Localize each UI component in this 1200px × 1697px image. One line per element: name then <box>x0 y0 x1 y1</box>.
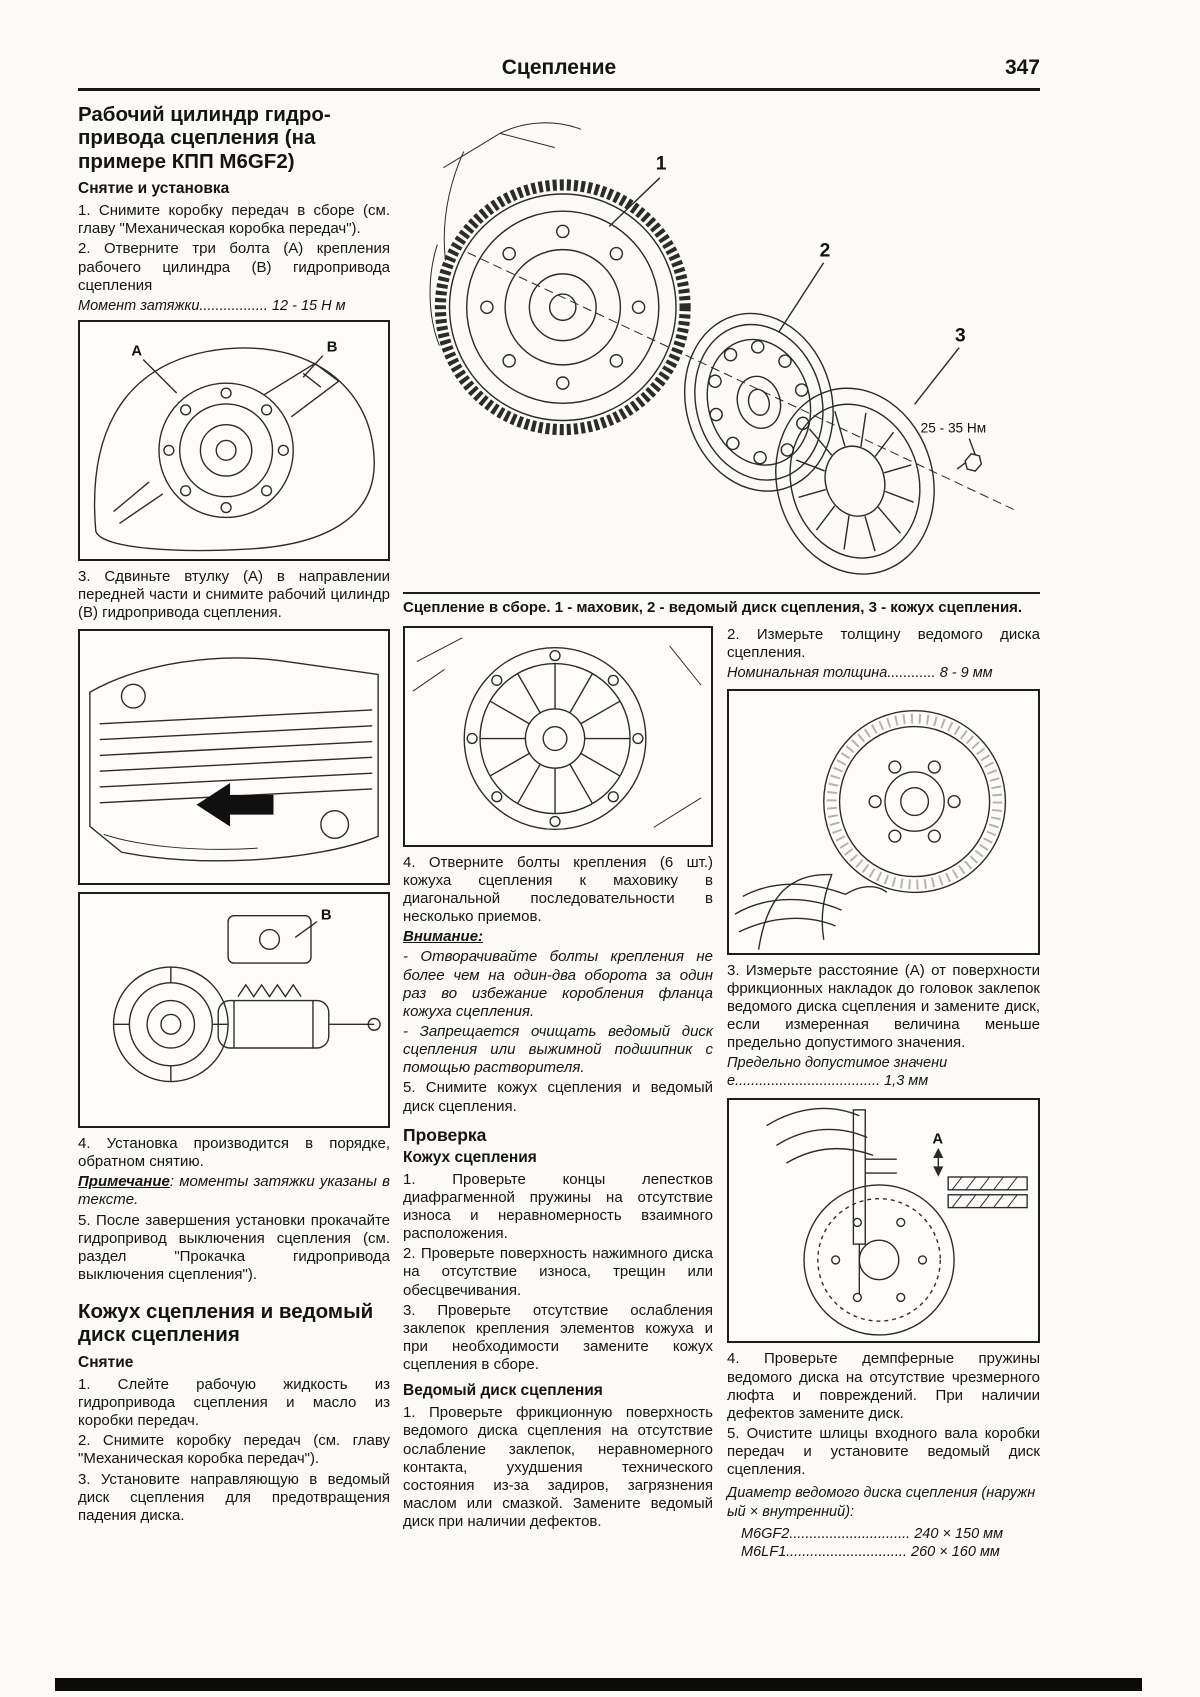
page-bottom-rule <box>55 1678 1142 1691</box>
figure-disc-thickness-measurement <box>727 689 1040 955</box>
right-area: 1 2 3 25 - 35 Нм Сцепление в сборе. 1 - … <box>403 103 1040 1561</box>
step-paragraph: 1. Слейте рабочую жидкость из гидроприво… <box>78 1375 390 1430</box>
section-heading-inspection: Проверка <box>403 1124 487 1145</box>
spec-m6gf2: M6GF2.............................. 240 … <box>741 1525 1004 1542</box>
page-content: Рабочий цилиндр гидро-привода сцепления … <box>78 103 1040 1561</box>
torque-label: 25 - 35 Нм <box>921 421 986 436</box>
subheading-removal: Снятие <box>78 1353 134 1371</box>
section-heading-cover-and-disc: Кожух сцепления и ведомый диск сцепления <box>78 1300 374 1347</box>
section-heading-working-cylinder: Рабочий цилиндр гидро-привода сцепления … <box>78 103 331 173</box>
callout-3-cover: 3 <box>955 326 966 347</box>
figure-release-cylinder-assembly: В <box>78 891 390 1128</box>
figure-clutch-cover-bolts <box>403 625 713 847</box>
figure-cylinder-removal-arrow <box>78 629 390 885</box>
spec-limit-value: Предельно допустимое значение...........… <box>727 1055 948 1090</box>
step-paragraph: 2. Измерьте толщину ведомого диска сцепл… <box>727 625 1040 661</box>
warning-paragraph: - Запрещается очищать ведомый диск сцепл… <box>403 1023 713 1077</box>
step-paragraph: 3. Проверьте отсутствие ослабления закле… <box>403 1301 713 1374</box>
subheading-driven-disc: Ведомый диск сцепления <box>403 1382 603 1400</box>
figure-rivet-depth-measurement: А <box>727 1097 1040 1344</box>
step-paragraph: 4. Проверьте демпферные пружины ведомого… <box>727 1350 1040 1422</box>
step-paragraph: 2. Снимите коробку передач (см. главу "М… <box>78 1432 390 1468</box>
removal-direction-arrow <box>196 783 274 827</box>
page-title: Сцепление <box>501 56 617 79</box>
label-b: В <box>327 340 338 356</box>
figure-release-cylinder-location: А В <box>78 319 390 561</box>
step-paragraph: 5. Снимите кожух сцепления и ведомый дис… <box>403 1079 713 1115</box>
spec-torque: Момент затяжки................. 12 - 15 … <box>78 297 346 314</box>
step-paragraph: 4. Установка производится в порядке, обр… <box>78 1134 390 1171</box>
page-number: 347 <box>1004 56 1040 79</box>
label-b: В <box>321 908 332 924</box>
label-a: А <box>932 1131 943 1147</box>
step-paragraph: 4. Отверните болты крепления (6 шт.) кож… <box>403 853 713 926</box>
spec-nominal-thickness: Номинальная толщина............ 8 - 9 мм <box>727 664 993 681</box>
step-paragraph: 5. После завершения установки прокачайте… <box>78 1211 390 1283</box>
subheading-clutch-cover: Кожух сцепления <box>403 1148 537 1166</box>
right-column: 2. Измерьте толщину ведомого диска сцепл… <box>727 626 1040 1561</box>
step-paragraph: 2. Проверьте поверхность нажимного диска… <box>403 1245 713 1299</box>
step-paragraph: 5. Очистите шлицы входного вала коробки … <box>727 1425 1040 1479</box>
warning-paragraph: - Отворачивайте болты крепления не более… <box>403 948 713 1020</box>
step-paragraph: 3. Сдвиньте втулку (А) в направлении пер… <box>78 567 390 622</box>
step-paragraph: 3. Установите направляющую в ведомый дис… <box>78 1470 390 1524</box>
step-paragraph: 2. Отверните три болта (А) крепления раб… <box>78 240 390 294</box>
note-label: Примечание <box>78 1173 170 1191</box>
left-column: Рабочий цилиндр гидро-привода сцепления … <box>78 103 390 1527</box>
note-paragraph: Примечание: моменты затяжки указаны в те… <box>78 1173 390 1209</box>
subheading-removal-installation: Снятие и установка <box>78 180 230 198</box>
callout-2-driven-disc: 2 <box>820 241 831 262</box>
warning-label: Внимание: <box>403 928 484 946</box>
note-text: : моменты затяжки указаны в тексте. <box>78 1173 390 1209</box>
lower-two-columns: 4. Отверните болты крепления (6 шт.) кож… <box>403 625 1040 1561</box>
page-header: Сцепление 347 <box>78 56 1040 84</box>
spec-disc-diameter-heading: Диаметр ведомого диска сцепления (наружн… <box>727 1485 1036 1520</box>
step-paragraph: 3. Измерьте расстояние (А) от поверхност… <box>727 961 1040 1052</box>
step-paragraph: 1. Снимите коробку передач в сборе (см. … <box>78 202 390 238</box>
step-paragraph: 1. Проверьте концы лепестков диафрагменн… <box>403 1170 713 1243</box>
warning-label-paragraph: Внимание: <box>403 928 713 946</box>
figure-clutch-assembly-exploded: 1 2 3 25 - 35 Нм <box>403 103 1040 588</box>
spec-m6lf1: M6LF1.............................. 260 … <box>741 1543 1000 1560</box>
label-a: А <box>131 343 142 359</box>
callout-1-flywheel: 1 <box>656 154 667 175</box>
header-rule <box>78 88 1040 91</box>
assembly-figure-caption: Сцепление в сборе. 1 - маховик, 2 - ведо… <box>403 592 1040 617</box>
middle-column: 4. Отверните болты крепления (6 шт.) кож… <box>403 625 713 1534</box>
step-paragraph: 1. Проверьте фрикционную поверхность вед… <box>403 1404 713 1531</box>
